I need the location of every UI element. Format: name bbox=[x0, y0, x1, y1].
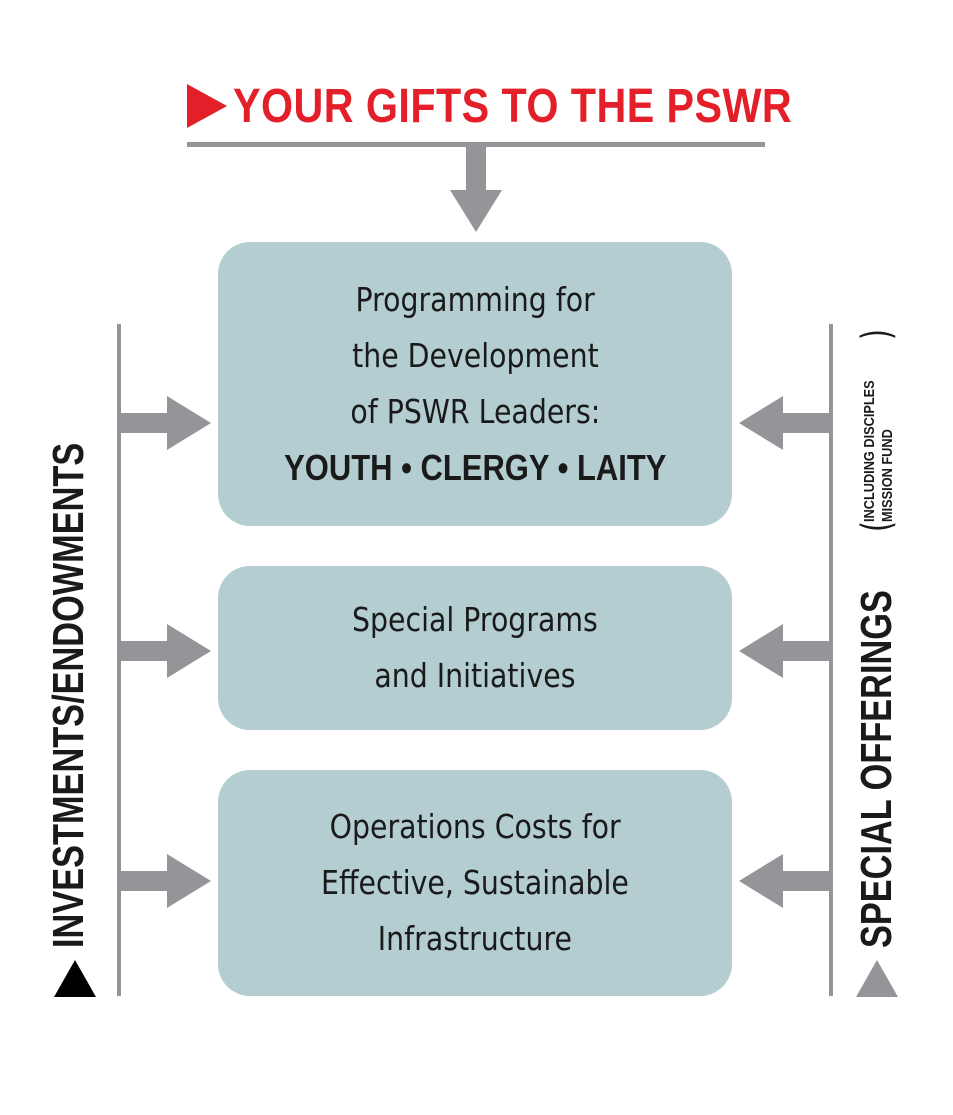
left-trunk-line bbox=[117, 324, 121, 996]
offerings-note-line1: INCLUDING DISCIPLES bbox=[861, 380, 878, 522]
right-arrow-icon bbox=[121, 624, 211, 678]
left-arrow-icon bbox=[739, 624, 829, 678]
box-text-line: Infrastructure bbox=[377, 919, 573, 958]
down-arrow-icon bbox=[450, 147, 502, 232]
paren-open: ( bbox=[854, 521, 900, 532]
up-triangle-icon bbox=[54, 960, 96, 997]
special-offerings-label: SPECIAL OFFERINGS bbox=[852, 590, 901, 948]
title-block: YOUR GIFTS TO THE PSWR bbox=[187, 78, 883, 134]
diagram-title: YOUR GIFTS TO THE PSWR bbox=[233, 79, 793, 133]
up-triangle-icon bbox=[856, 960, 898, 997]
play-triangle-icon bbox=[187, 84, 227, 128]
box-text-line: Operations Costs for bbox=[329, 807, 621, 846]
box-text-line: Programming for bbox=[355, 280, 595, 319]
box-text-line: and Initiatives bbox=[374, 656, 576, 695]
right-arrow-icon bbox=[121, 854, 211, 908]
box-text-line: Special Programs bbox=[352, 600, 598, 639]
right-arrow-icon bbox=[121, 396, 211, 450]
box-text-line: Effective, Sustainable bbox=[321, 863, 629, 902]
box-audience-line: YOUTH • CLERGY • LAITY bbox=[283, 447, 667, 488]
box-text-line: of PSWR Leaders: bbox=[350, 392, 600, 431]
investments-label: INVESTMENTS/ENDOWMENTS bbox=[44, 442, 93, 948]
box-text-line: the Development bbox=[351, 336, 599, 375]
offerings-note-line2: MISSION FUND bbox=[879, 429, 896, 522]
box-special-programs: Special Programs and Initiatives bbox=[218, 566, 732, 730]
box-operations-costs: Operations Costs for Effective, Sustaina… bbox=[218, 770, 732, 996]
left-arrow-icon bbox=[739, 854, 829, 908]
paren-close: ) bbox=[854, 329, 900, 340]
title-underline bbox=[187, 142, 765, 147]
left-arrow-icon bbox=[739, 396, 829, 450]
right-trunk-line bbox=[829, 324, 833, 996]
box-leadership-programming: Programming for the Development of PSWR … bbox=[218, 242, 732, 526]
